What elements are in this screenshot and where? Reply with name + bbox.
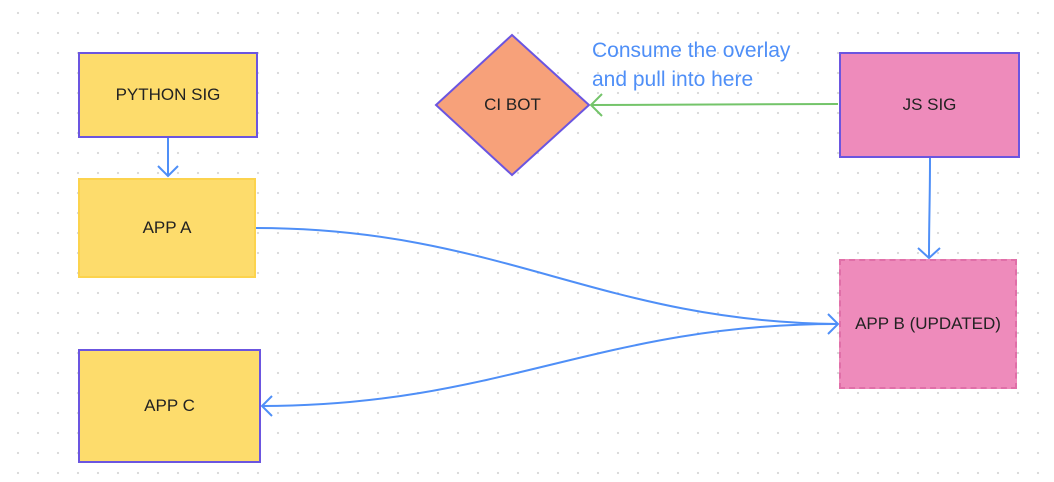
note-line-1: Consume the overlay [592, 39, 791, 62]
arrowhead-python-to-app-a [157, 165, 179, 178]
arrowhead-app-b [827, 313, 840, 335]
node-label: PYTHON SIG [115, 85, 221, 104]
node-label: APP A [142, 218, 192, 237]
arrowhead-js-to-app-b [917, 247, 941, 260]
node-ci-bot-label: CI BOT [436, 35, 589, 175]
arrow-app-a-to-app-b[interactable] [255, 227, 839, 325]
annotation-note[interactable]: Consume the overlay and pull into here [592, 36, 790, 94]
arrowhead-ci-bot [589, 93, 603, 117]
note-line-2: and pull into here [592, 68, 754, 91]
node-js-sig[interactable]: JS SIG [839, 52, 1020, 158]
node-app-c[interactable]: APP C [78, 349, 261, 463]
node-label: CI BOT [484, 95, 541, 114]
arrow-js-to-app-b[interactable] [928, 157, 931, 259]
node-python-sig[interactable]: PYTHON SIG [78, 52, 258, 138]
arrow-app-b-to-app-c[interactable] [261, 323, 837, 407]
node-label: JS SIG [902, 95, 957, 114]
node-app-b-updated[interactable]: APP B (UPDATED) [839, 259, 1017, 389]
arrow-js-to-ci-bot[interactable] [590, 103, 839, 106]
node-app-a[interactable]: APP A [78, 178, 256, 278]
node-label: APP C [144, 396, 195, 415]
ci-bot-diamond[interactable] [434, 33, 591, 177]
arrowhead-app-c [260, 395, 273, 417]
node-label: APP B (UPDATED) [855, 314, 1001, 333]
